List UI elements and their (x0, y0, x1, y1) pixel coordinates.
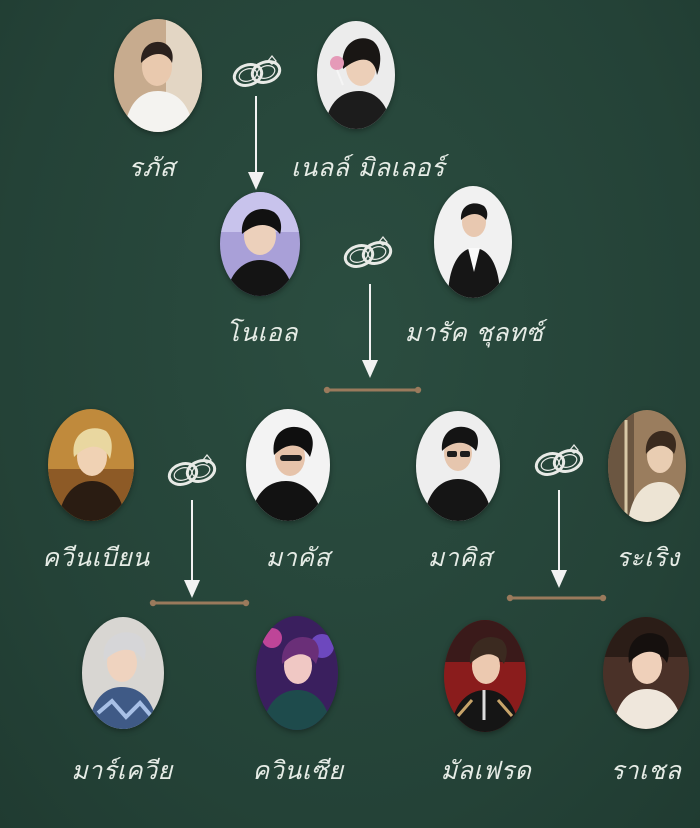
photo-quinsia (256, 616, 338, 730)
wedding-rings-icon (165, 453, 219, 490)
photo-marak-schultz (434, 186, 512, 298)
photo-makas (246, 409, 330, 521)
photo-rapas (114, 19, 202, 132)
name-marak-schultz: มารัค ชุลทซ์ (404, 318, 544, 347)
name-noel: โนเอล (226, 318, 298, 347)
name-quinsia: ควินเซีย (252, 756, 344, 785)
sibling-bar (506, 594, 607, 602)
name-raroeng: ระเริง (616, 543, 680, 572)
wedding-rings-icon (230, 54, 284, 91)
name-rachel: ราเชล (610, 756, 682, 785)
photo-noel (220, 192, 300, 296)
name-makas: มาคัส (265, 543, 331, 572)
name-nell-miller: เนลล์ มิลเลอร์ (291, 153, 445, 182)
sibling-bar (323, 386, 422, 394)
name-rapas: รภัส (128, 153, 176, 182)
wedding-rings-icon (341, 235, 395, 272)
name-quinbian: ควีนเบียน (42, 543, 150, 572)
name-alfred: มัลเฟรด (440, 756, 532, 785)
photo-nell-miller (317, 21, 395, 129)
photo-alfred (444, 620, 526, 732)
photo-makis (416, 411, 500, 521)
photo-raroeng (608, 410, 686, 522)
name-markwia: มาร์เควีย (71, 756, 173, 785)
sibling-bar (149, 599, 250, 607)
name-makis: มาคิส (427, 543, 493, 572)
wedding-rings-icon (532, 443, 586, 480)
photo-quinbian (48, 409, 134, 521)
photo-markwia (82, 617, 164, 729)
photo-rachel (603, 617, 689, 729)
